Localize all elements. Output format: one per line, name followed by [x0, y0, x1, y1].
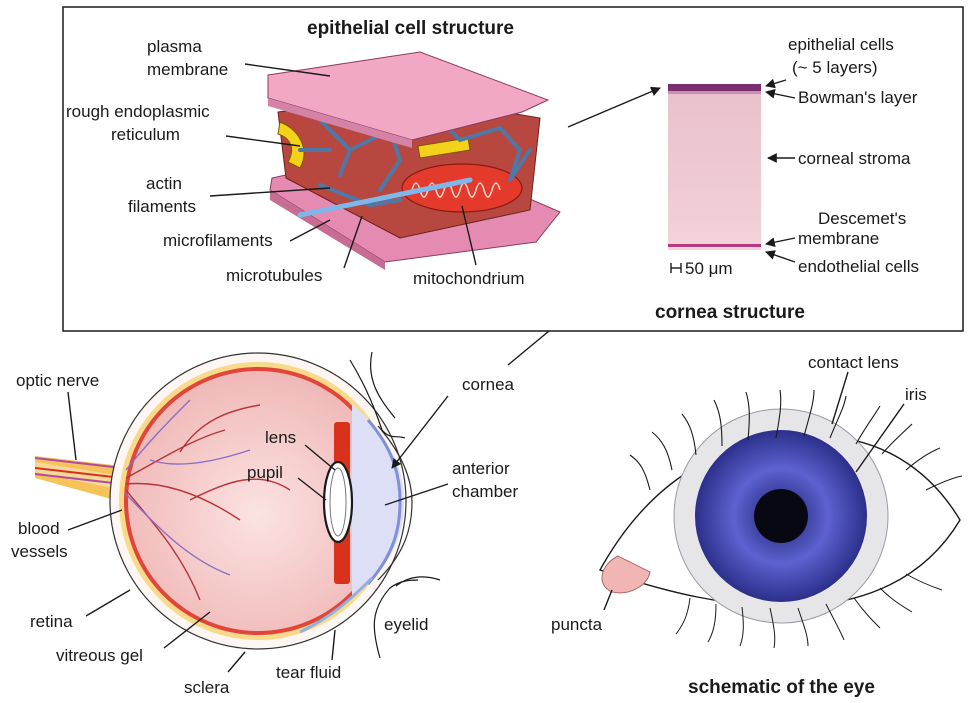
- eye-schematic: [600, 390, 962, 648]
- label-mitochondrium: mitochondrium: [413, 269, 525, 288]
- label-endothelial-cells: endothelial cells: [798, 257, 919, 276]
- label-puncta: puncta: [551, 615, 603, 634]
- label-epithelial-cells: epithelial cells: [788, 35, 894, 54]
- label-lens: lens: [265, 428, 296, 447]
- label-optic-nerve: optic nerve: [16, 371, 99, 390]
- label-vitreous-gel: vitreous gel: [56, 646, 143, 665]
- label-rer-2: reticulum: [111, 125, 180, 144]
- title-epithelial-cell: epithelial cell structure: [307, 18, 514, 39]
- cornea-connector-line: [508, 331, 549, 365]
- label-contact-lens: contact lens: [808, 353, 899, 372]
- label-sclera: sclera: [184, 678, 230, 697]
- label-scale-50um: 50 μm: [685, 259, 733, 278]
- label-actin: actin: [146, 174, 182, 193]
- label-bowmans-layer: Bowman's layer: [798, 88, 918, 107]
- label-descemet-membrane: membrane: [798, 229, 879, 248]
- title-schematic-eye: schematic of the eye: [688, 677, 875, 698]
- label-vessels: vessels: [11, 542, 68, 561]
- label-eyelid: eyelid: [384, 615, 428, 634]
- label-microfilaments: microfilaments: [163, 231, 273, 250]
- label-descemets: Descemet's: [818, 209, 906, 228]
- label-corneal-stroma: corneal stroma: [798, 149, 911, 168]
- title-cornea-structure: cornea structure: [655, 302, 805, 323]
- label-five-layers: (~ 5 layers): [792, 58, 878, 77]
- label-microtubules: microtubules: [226, 266, 322, 285]
- eye-cross-section: [35, 352, 440, 658]
- label-filaments: filaments: [128, 197, 196, 216]
- label-chamber: chamber: [452, 482, 518, 501]
- label-iris: iris: [905, 385, 927, 404]
- label-retina: retina: [30, 612, 73, 631]
- label-plasma: plasma: [147, 37, 202, 56]
- label-blood: blood: [18, 519, 60, 538]
- label-rer-1: rough endoplasmic: [66, 102, 210, 121]
- label-pupil: pupil: [247, 463, 283, 482]
- cornea-cross-section: [668, 84, 761, 250]
- label-cornea: cornea: [462, 375, 515, 394]
- label-tear-fluid: tear fluid: [276, 663, 341, 682]
- label-anterior: anterior: [452, 459, 510, 478]
- label-membrane: membrane: [147, 60, 228, 79]
